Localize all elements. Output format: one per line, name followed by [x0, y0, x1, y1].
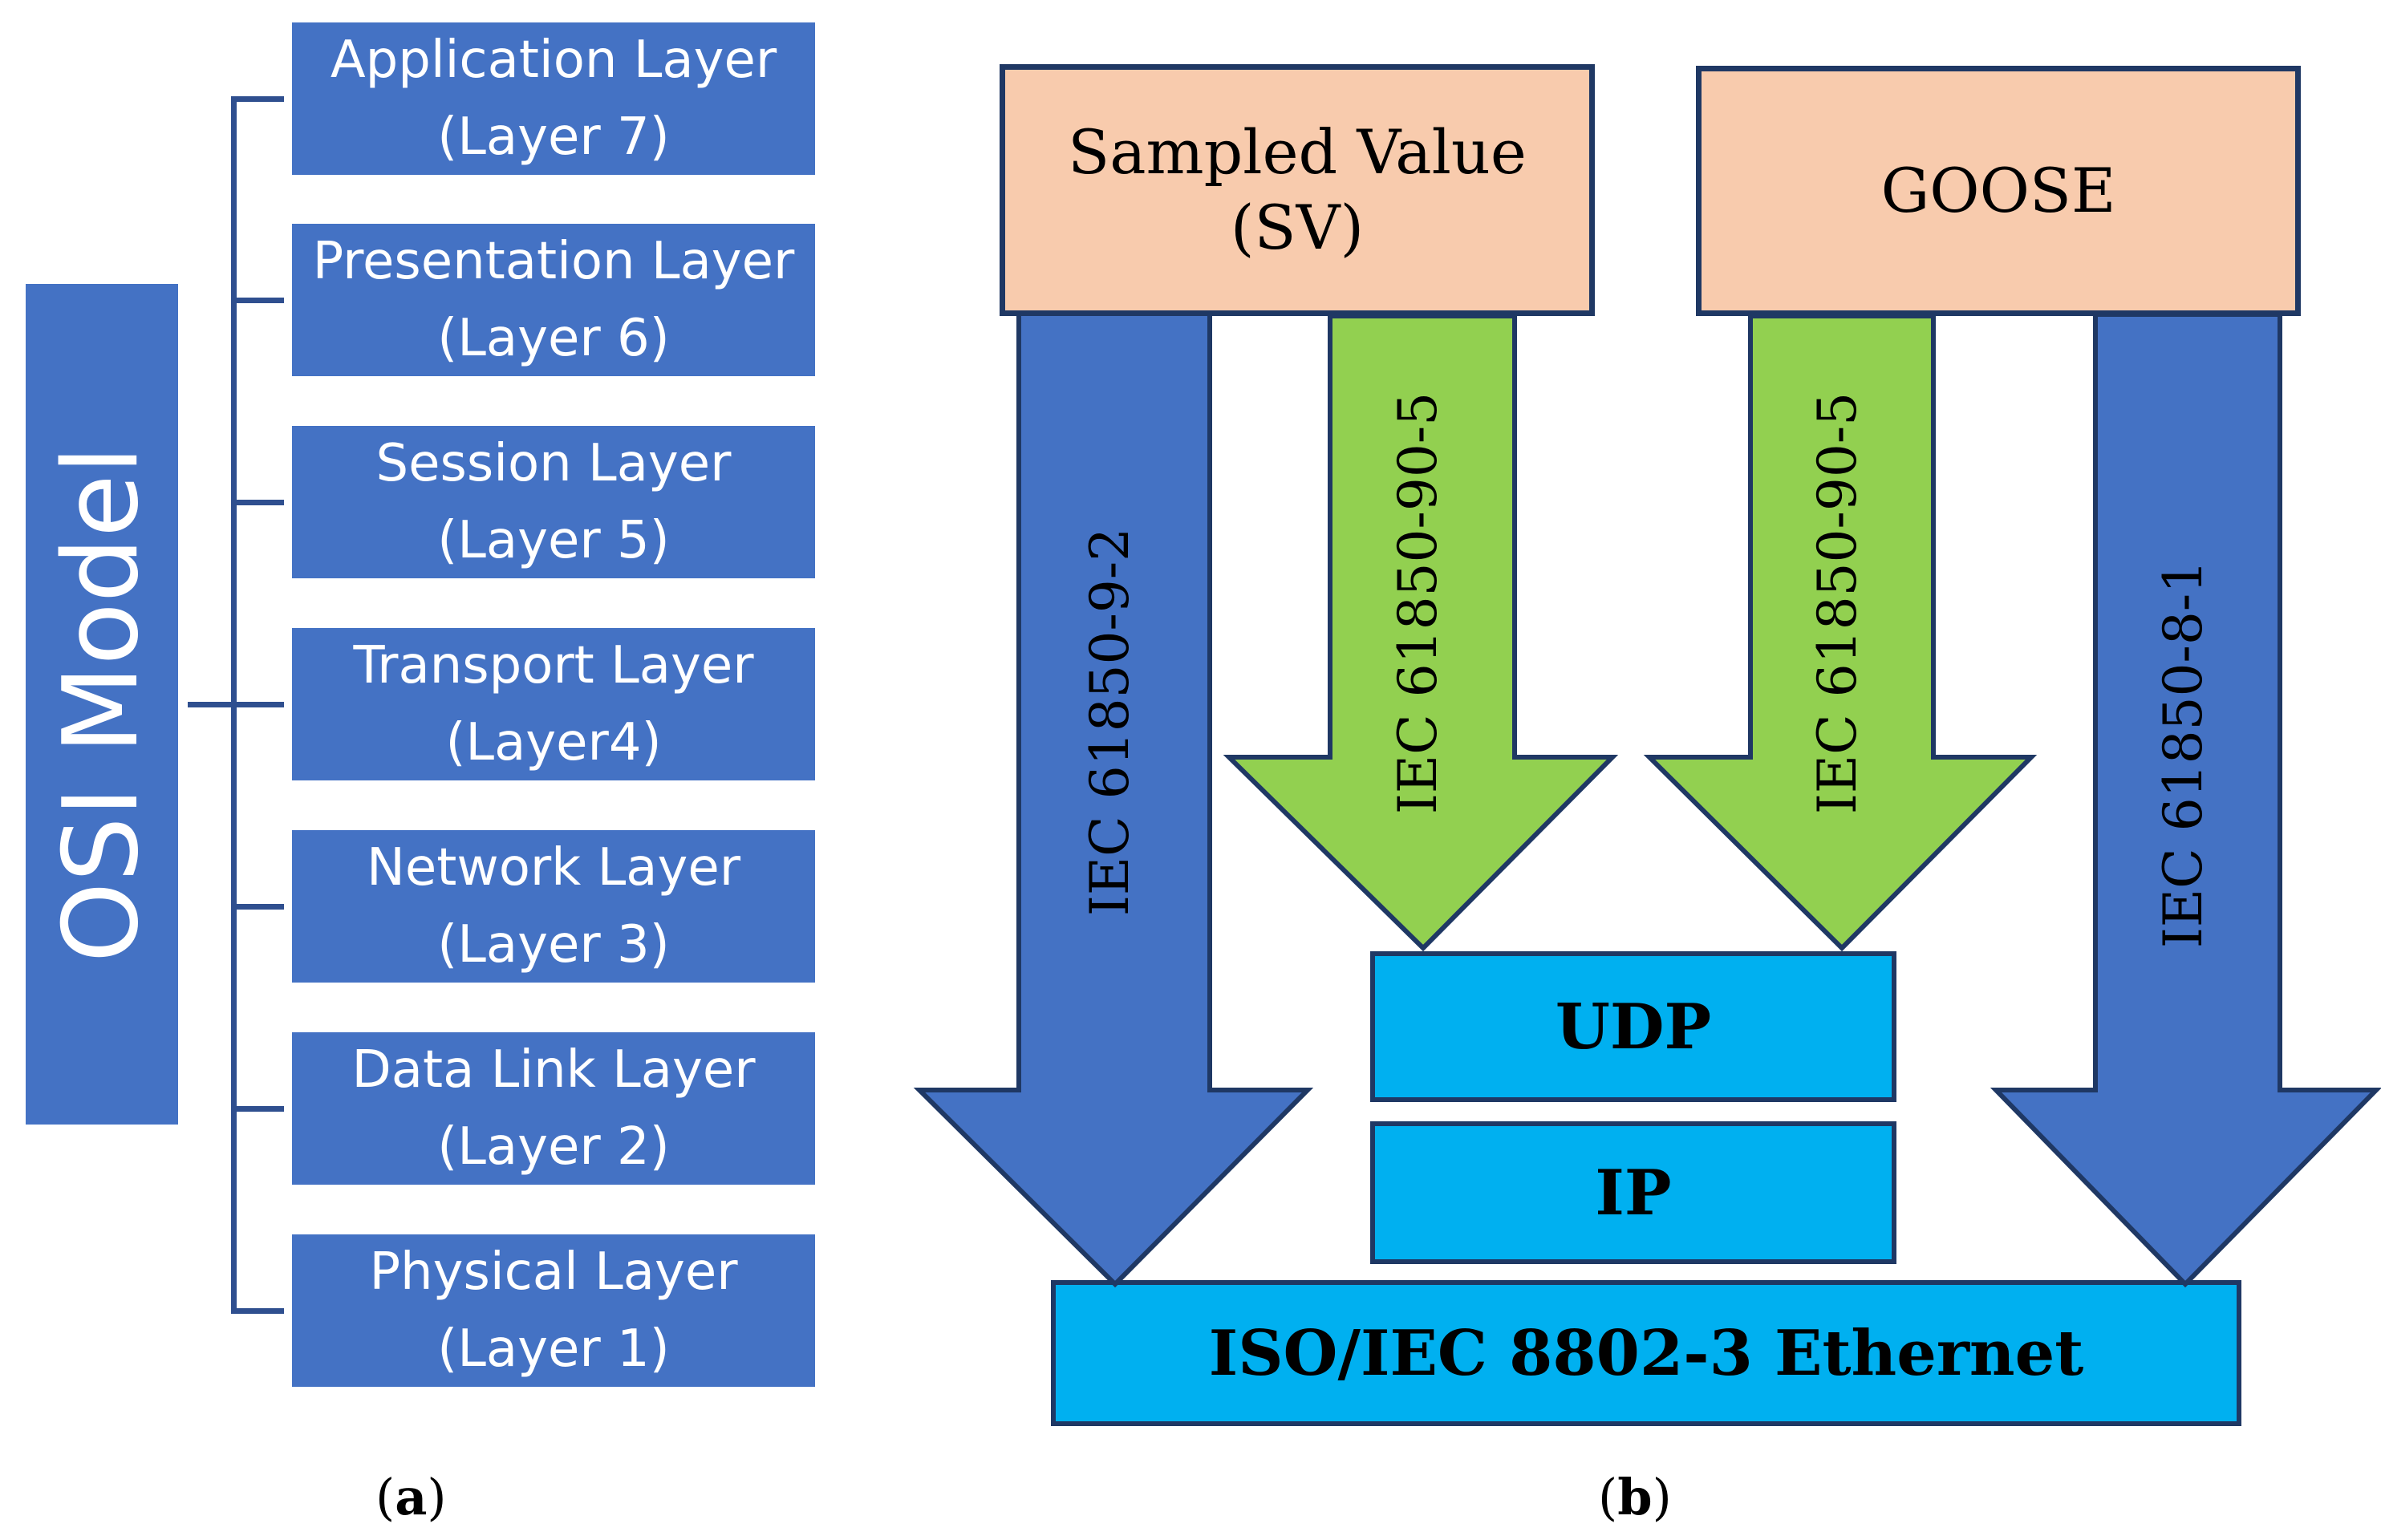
bracket-stem — [188, 702, 236, 707]
layer-name: Network Layer — [367, 838, 740, 898]
network-layer-box: Network Layer (Layer 3) — [292, 830, 815, 983]
transport-layer-box: Transport Layer (Layer4) — [292, 628, 815, 780]
ip-box: IP — [1370, 1121, 1896, 1264]
bracket-tick-6 — [231, 298, 284, 303]
arrow-sv-to-ethernet — [913, 309, 1314, 1288]
layer-name: Transport Layer — [353, 636, 754, 695]
layer-number: (Layer 5) — [437, 511, 670, 570]
arrow-sv-to-udp — [1223, 314, 1619, 952]
arrow-goose-direct-label: IEC 61850-8-1 — [2152, 560, 2214, 948]
bracket-tick-1 — [231, 1308, 284, 1314]
caption-b: (b) — [1598, 1468, 1672, 1526]
bracket-tick-5 — [231, 500, 284, 505]
arrow-goose-routed-label: IEC 61850-90-5 — [1807, 392, 1868, 814]
layer-number: (Layer 7) — [437, 107, 670, 167]
application-layer-box: Application Layer (Layer 7) — [292, 22, 815, 175]
arrow-goose-to-udp — [1643, 314, 2038, 952]
layer-number: (Layer 3) — [437, 915, 670, 975]
arrow-goose-to-ethernet — [1990, 312, 2381, 1288]
osi-model-title-box: OSI Model — [26, 284, 178, 1125]
session-layer-box: Session Layer (Layer 5) — [292, 426, 815, 578]
layer-name: Presentation Layer — [312, 232, 795, 291]
goose-box: GOOSE — [1696, 66, 2301, 316]
bracket-tick-2 — [231, 1106, 284, 1112]
sampled-value-box: Sampled Value (SV) — [1000, 64, 1595, 316]
arrow-sv-routed-label: IEC 61850-90-5 — [1387, 392, 1449, 814]
layer-number: (Layer 1) — [437, 1319, 670, 1379]
caption-a: (a) — [375, 1468, 447, 1526]
sv-label-line2: (SV) — [1230, 192, 1365, 263]
layer-number: (Layer4) — [445, 713, 662, 772]
layer-name: Application Layer — [330, 30, 777, 90]
udp-box: UDP — [1370, 951, 1896, 1102]
layer-name: Physical Layer — [369, 1242, 738, 1302]
arrow-sv-direct-label: IEC 61850-9-2 — [1079, 528, 1141, 916]
sv-label-line1: Sampled Value — [1068, 116, 1527, 188]
physical-layer-box: Physical Layer (Layer 1) — [292, 1234, 815, 1387]
layer-name: Data Link Layer — [351, 1040, 756, 1100]
bracket-tick-7 — [231, 96, 284, 102]
layer-name: Session Layer — [375, 434, 732, 493]
goose-label: GOOSE — [1880, 155, 2116, 226]
bracket-tick-3 — [231, 904, 284, 910]
data-link-layer-box: Data Link Layer (Layer 2) — [292, 1032, 815, 1185]
presentation-layer-box: Presentation Layer (Layer 6) — [292, 224, 815, 376]
layer-number: (Layer 6) — [437, 309, 670, 368]
layer-number: (Layer 2) — [437, 1117, 670, 1177]
ethernet-box: ISO/IEC 8802-3 Ethernet — [1051, 1280, 2241, 1426]
bracket-tick-4 — [231, 702, 284, 707]
